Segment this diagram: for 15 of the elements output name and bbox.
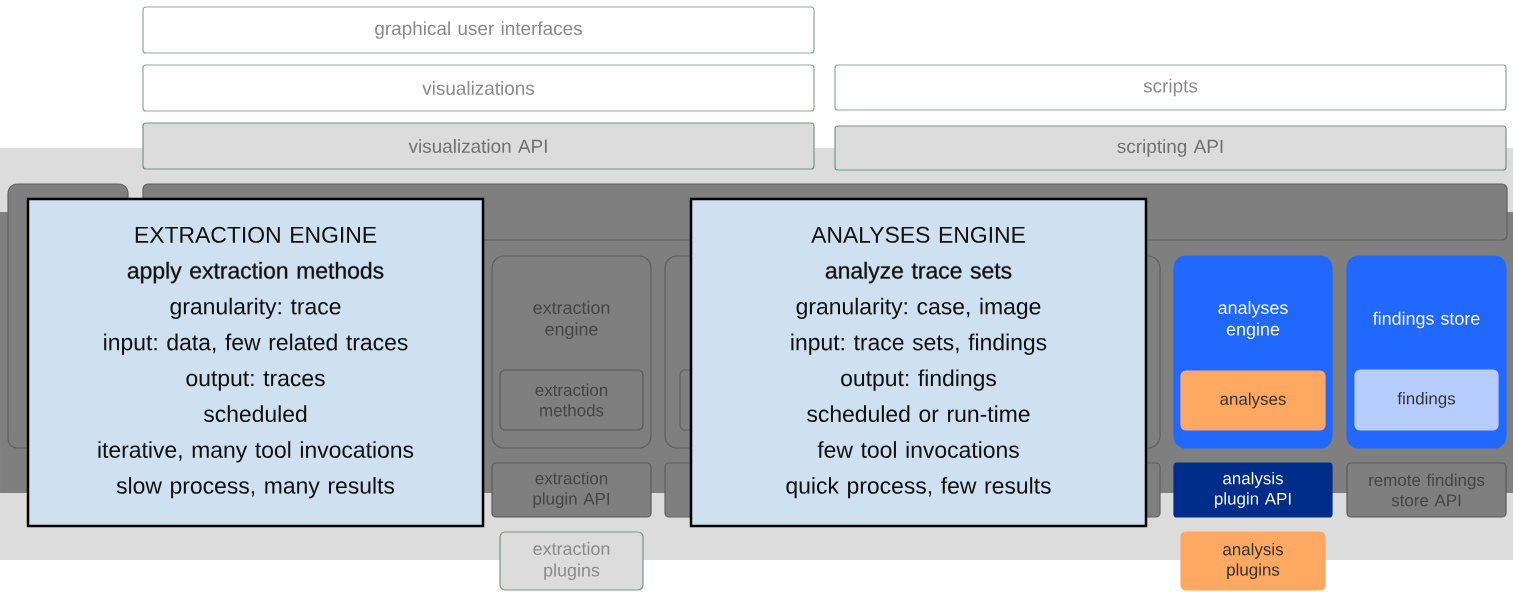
layer-box: graphical user interfaces	[142, 6, 815, 54]
layer-box: scripts	[834, 64, 1507, 111]
api-box: analysis plugin API	[1173, 462, 1333, 518]
api-box: extraction plugin API	[491, 462, 652, 518]
api-box: remote findings store API	[1346, 462, 1507, 518]
component-box: analyses	[1180, 370, 1326, 431]
component-box: extraction methods	[499, 369, 644, 431]
component-box: findings	[1354, 369, 1499, 431]
api-box: visualization API	[142, 122, 815, 170]
api-box: scripting API	[834, 125, 1507, 171]
info-panel: ANALYSES ENGINE analyze trace sets granularity: case, image input: trace sets, findings output: findings scheduled or run-time few tool invocations quick process, few results	[689, 197, 1148, 528]
plugin-box: analysis plugins	[1180, 531, 1326, 591]
layer-box: visualizations	[142, 64, 815, 112]
info-panel: EXTRACTION ENGINE apply extraction methods granularity: trace input: data, few related traces output: traces scheduled iterative, many tool invocations slow process, many results	[26, 197, 485, 528]
plugin-box: extraction plugins	[499, 531, 644, 591]
